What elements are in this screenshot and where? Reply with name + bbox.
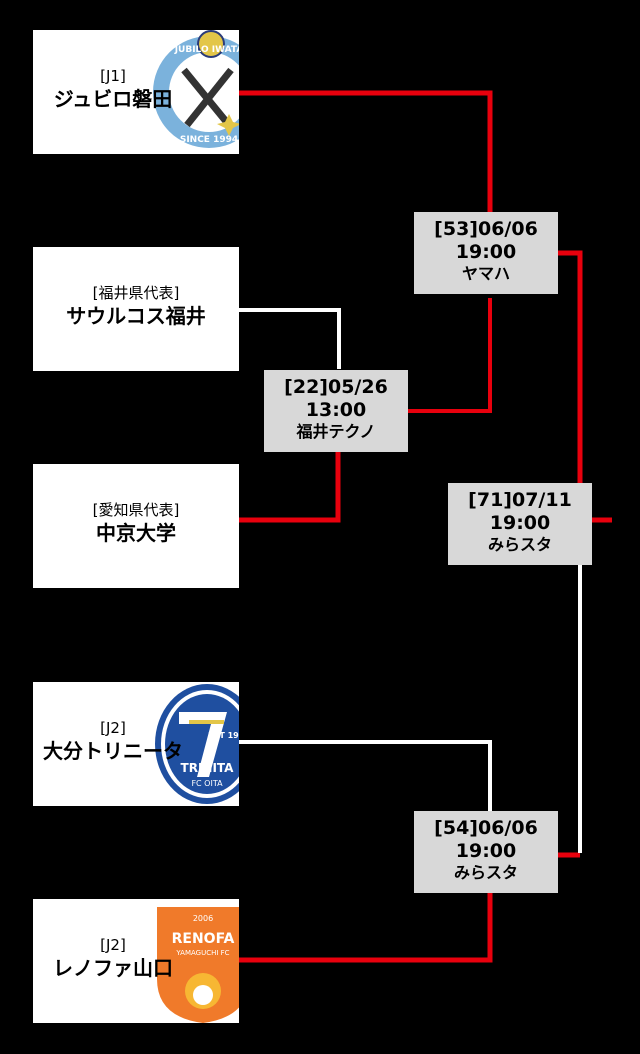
line-jubilo bbox=[239, 90, 493, 212]
match-venue: みらスタ bbox=[487, 535, 552, 554]
match-id: [54]06/06 bbox=[434, 817, 538, 839]
team-category: [福井県代表] bbox=[92, 284, 180, 302]
jubilo-emblem-text: JUBILO IWATA bbox=[174, 45, 239, 55]
team-chukyo-univ[interactable]: [愛知県代表] 中京大学 bbox=[33, 464, 239, 588]
match-id: [53]06/06 bbox=[434, 218, 538, 240]
trinita-emblem-sub: FC OITA bbox=[191, 779, 223, 788]
match-venue: ヤマハ bbox=[461, 264, 510, 283]
team-name: ジュビロ磐田 bbox=[53, 87, 173, 111]
renofa-emblem-est: 2006 bbox=[193, 914, 213, 923]
jubilo-emblem-icon: JUBILO IWATA SINCE 1994 bbox=[153, 30, 239, 148]
team-name: サウルコス福井 bbox=[66, 304, 206, 328]
match-71[interactable]: [71]07/11 19:00 みらスタ bbox=[448, 483, 592, 565]
team-renofa-yamaguchi[interactable]: 2006 RENOFA YAMAGUCHI FC [J2] レノファ山口 bbox=[33, 899, 239, 1023]
team-name: 大分トリニータ bbox=[43, 739, 183, 763]
trinita-emblem-est: EST 1994 bbox=[208, 731, 239, 740]
team-name: 中京大学 bbox=[96, 521, 176, 545]
match-53[interactable]: [53]06/06 19:00 ヤマハ bbox=[414, 212, 558, 294]
line-renofa bbox=[239, 893, 493, 963]
match-venue: みらスタ bbox=[453, 863, 518, 882]
renofa-emblem-sub: YAMAGUCHI FC bbox=[175, 949, 229, 957]
team-jubilo-iwata[interactable]: JUBILO IWATA SINCE 1994 [J1] ジュビロ磐田 bbox=[33, 30, 239, 154]
team-saurcos-fukui[interactable]: [福井県代表] サウルコス福井 bbox=[33, 247, 239, 371]
match-time: 19:00 bbox=[455, 840, 517, 862]
trinita-emblem-text: TRINITA bbox=[181, 761, 235, 775]
team-category: [J2] bbox=[100, 936, 126, 954]
jubilo-emblem-sub: SINCE 1994 bbox=[180, 135, 238, 145]
team-oita-trinita[interactable]: EST 1994 TRINITA FC OITA [J2] 大分トリニータ bbox=[33, 682, 239, 806]
renofa-emblem-text: RENOFA bbox=[172, 931, 235, 947]
line-chukyo bbox=[239, 450, 341, 523]
match-time: 13:00 bbox=[305, 399, 367, 421]
line-m53-winner bbox=[556, 250, 612, 523]
team-category: [愛知県代表] bbox=[92, 501, 180, 519]
match-time: 19:00 bbox=[489, 512, 551, 534]
match-id: [22]05/26 bbox=[284, 376, 388, 398]
line-m22-winner bbox=[405, 298, 492, 413]
line-trinita bbox=[239, 740, 492, 811]
match-54[interactable]: [54]06/06 19:00 みらスタ bbox=[414, 811, 558, 893]
line-saurcos bbox=[239, 308, 341, 369]
team-category: [J2] bbox=[100, 719, 126, 737]
trinita-emblem-icon: EST 1994 TRINITA FC OITA bbox=[155, 684, 239, 804]
renofa-emblem-icon: 2006 RENOFA YAMAGUCHI FC bbox=[157, 907, 239, 1023]
match-venue: 福井テクノ bbox=[296, 422, 376, 441]
team-category: [J1] bbox=[100, 67, 126, 85]
match-time: 19:00 bbox=[455, 241, 517, 263]
team-name: レノファ山口 bbox=[53, 956, 173, 980]
match-id: [71]07/11 bbox=[468, 489, 572, 511]
match-22[interactable]: [22]05/26 13:00 福井テクノ bbox=[264, 370, 408, 452]
